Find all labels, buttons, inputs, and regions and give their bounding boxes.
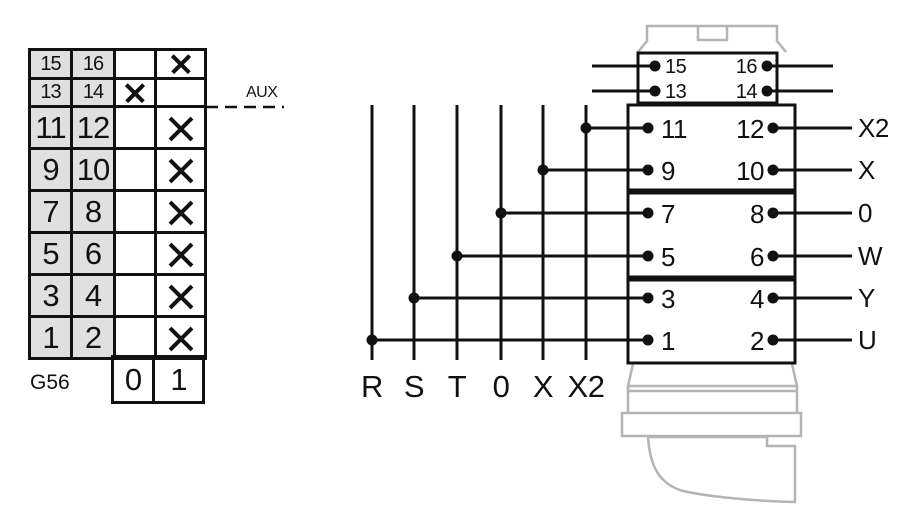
terminal-b-cell: 16 [70, 48, 116, 80]
state-1-cell [154, 48, 207, 80]
position-0-cell: 0 [111, 355, 155, 404]
state-0-cell [113, 105, 157, 150]
contact-row: 5 6 [28, 231, 207, 276]
aux-terminal-rows [592, 64, 833, 93]
bus-label: T [448, 369, 467, 404]
switch-handle-outline [620, 363, 803, 504]
terminal-number: 12 [736, 114, 764, 144]
state-1-cell [154, 273, 207, 318]
bus-label: S [404, 369, 424, 404]
switch-cap-outline [637, 24, 787, 53]
state-1-cell [154, 105, 207, 150]
output-label: W [858, 241, 883, 271]
terminal-dot [649, 60, 661, 72]
state-0-cell [113, 231, 157, 276]
state-0-cell [113, 77, 157, 108]
terminal-number: 16 [736, 56, 758, 78]
terminal-b-cell: 6 [70, 231, 116, 276]
terminal-b-cell: 8 [70, 189, 116, 234]
junction-dot [495, 207, 507, 219]
terminal-number: 9 [661, 156, 675, 186]
position-row: 0 1 [111, 355, 205, 404]
terminal-number: 4 [750, 284, 764, 314]
junction-dot [408, 292, 420, 304]
terminal-b-cell: 14 [70, 77, 116, 108]
state-0-cell [113, 189, 157, 234]
junction-dot [580, 122, 592, 134]
terminal-dot [761, 85, 773, 97]
terminal-number: 3 [661, 284, 675, 314]
terminal-number: 7 [661, 199, 675, 229]
main-contact-box [626, 278, 797, 365]
terminal-number: 1 [661, 326, 675, 356]
terminal-dot [642, 207, 654, 219]
output-label: X [858, 155, 875, 185]
bus-lines [370, 105, 588, 360]
terminal-dot [649, 85, 661, 97]
state-1-cell [154, 77, 207, 108]
position-1-cell: 1 [152, 355, 205, 404]
terminal-b-cell: 12 [70, 105, 116, 150]
aux-contact-box [636, 51, 779, 105]
terminal-number: 5 [661, 242, 675, 272]
terminal-dot [642, 292, 654, 304]
state-0-cell [113, 48, 157, 80]
terminal-a-cell: 11 [28, 105, 73, 150]
main-contact-box [626, 103, 797, 192]
terminal-dot [642, 250, 654, 262]
bus-label: R [361, 369, 383, 404]
bus-label: X [533, 369, 554, 404]
terminal-dot [642, 334, 654, 346]
contact-row: 3 4 [28, 273, 207, 318]
terminal-number: 8 [750, 199, 764, 229]
switch-code-label: G56 [30, 371, 70, 394]
contact-table: 15 16 13 14 11 12 9 10 7 8 [28, 48, 207, 360]
junction-dot [366, 334, 378, 346]
junction-dot [451, 250, 463, 262]
contact-row: 1 2 [28, 315, 207, 360]
contact-row: 11 12 [28, 105, 207, 150]
terminal-number: 2 [750, 326, 764, 356]
junction-dot [537, 164, 549, 176]
terminal-b-cell: 10 [70, 147, 116, 192]
output-label: 0 [858, 198, 872, 228]
contact-row: 13 14 [28, 77, 207, 108]
terminal-number: 13 [665, 81, 687, 103]
output-label: Y [858, 283, 875, 313]
output-label: X2 [858, 113, 889, 143]
state-0-cell [113, 273, 157, 318]
contact-row: 9 10 [28, 147, 207, 192]
main-contact-box [626, 191, 797, 279]
terminal-a-cell: 15 [28, 48, 73, 80]
terminal-a-cell: 5 [28, 231, 73, 276]
terminal-number: 10 [736, 156, 764, 186]
state-1-cell [154, 231, 207, 276]
terminal-number: 14 [736, 81, 758, 103]
state-0-cell [113, 147, 157, 192]
state-1-cell [154, 315, 207, 360]
bus-label: 0 [493, 369, 510, 404]
bus-label: X2 [568, 369, 605, 404]
contact-row: 7 8 [28, 189, 207, 234]
terminal-number: 6 [750, 242, 764, 272]
aux-label: AUX [246, 84, 278, 101]
terminal-a-cell: 3 [28, 273, 73, 318]
output-label: U [858, 325, 876, 355]
contact-row: 15 16 [28, 48, 207, 80]
terminal-a-cell: 13 [28, 77, 73, 108]
terminal-a-cell: 1 [28, 315, 73, 360]
terminal-number: 11 [661, 114, 687, 144]
state-1-cell [154, 189, 207, 234]
terminal-b-cell: 2 [70, 315, 116, 360]
terminal-number: 15 [665, 56, 687, 78]
terminal-a-cell: 7 [28, 189, 73, 234]
terminal-dot [642, 122, 654, 134]
terminal-dot [761, 60, 773, 72]
terminal-dot [642, 164, 654, 176]
state-1-cell [154, 147, 207, 192]
terminal-b-cell: 4 [70, 273, 116, 318]
terminal-a-cell: 9 [28, 147, 73, 192]
